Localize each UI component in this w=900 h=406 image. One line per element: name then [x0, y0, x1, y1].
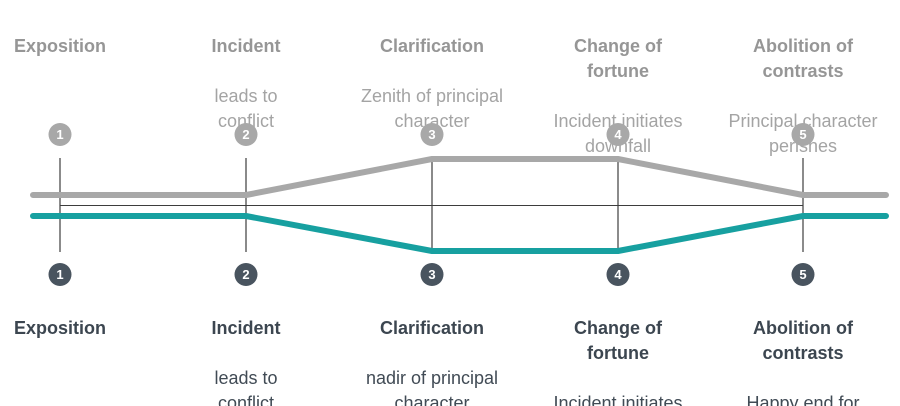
top-label-5-subtitle: Principal character perishes [728, 111, 878, 156]
bottom-label-2-title: Incident [211, 318, 281, 338]
top-label-5: Abolition of contrasts Principal charact… [703, 9, 900, 184]
bottom-stage-number-1: 1 [56, 267, 64, 282]
tragedy-arc-line [30, 156, 889, 198]
top-label-2-title: Incident [211, 36, 281, 56]
top-label-1: Exposition [0, 9, 160, 109]
top-label-3-title: Clarification [379, 36, 485, 56]
bottom-label-1-title: Exposition [13, 318, 106, 338]
bottom-label-5: Abolition of contrasts Happy end for pri… [703, 291, 900, 406]
top-stage-badge-5: 5 [791, 123, 815, 146]
top-stage-badge-2: 2 [234, 123, 258, 146]
bottom-label-5-title: Abolition of contrasts [753, 318, 853, 363]
top-label-3: Clarification Zenith of principal charac… [332, 9, 532, 159]
bottom-label-3-subtitle: nadir of principal character [365, 368, 499, 406]
bottom-label-4: Change of fortune Incident initiates adv… [518, 291, 718, 406]
top-stage-number-3: 3 [428, 127, 436, 142]
top-stage-badge-4: 4 [606, 123, 630, 146]
top-stage-number-2: 2 [242, 127, 250, 142]
bottom-label-5-subtitle: Happy end for principal character [746, 393, 860, 406]
comedy-arc-line [30, 213, 889, 254]
bottom-label-1: Exposition [0, 291, 160, 391]
bottom-label-4-subtitle: Incident initiates advancement [553, 393, 683, 406]
top-stage-badge-3: 3 [420, 123, 444, 146]
top-stage-number-4: 4 [614, 127, 622, 142]
bottom-stage-badge-2: 2 [234, 263, 258, 286]
bottom-stage-number-5: 5 [799, 267, 807, 282]
bottom-stage-number-4: 4 [614, 267, 622, 282]
bottom-label-4-title: Change of fortune [574, 318, 662, 363]
top-label-5-title: Abolition of contrasts [753, 36, 853, 81]
bottom-label-2-subtitle: leads to conflict [214, 368, 278, 406]
bottom-stage-badge-4: 4 [606, 263, 630, 286]
bottom-label-2: Incident leads to conflict [146, 291, 346, 406]
bottom-stage-number-2: 2 [242, 267, 250, 282]
bottom-stage-badge-5: 5 [791, 263, 815, 286]
top-label-4-subtitle: Incident initiates downfall [553, 111, 683, 156]
top-label-4-title: Change of fortune [574, 36, 662, 81]
top-stage-badge-1: 1 [48, 123, 72, 146]
top-label-4: Change of fortune Incident initiates dow… [518, 9, 718, 184]
top-label-2-subtitle: leads to conflict [214, 86, 278, 131]
top-label-1-title: Exposition [13, 36, 106, 56]
bottom-label-3-title: Clarification [379, 318, 485, 338]
bottom-stage-number-3: 3 [428, 267, 436, 282]
top-label-2: Incident leads to conflict [146, 9, 346, 159]
bottom-stage-badge-3: 3 [420, 263, 444, 286]
top-stage-number-5: 5 [799, 127, 807, 142]
bottom-stage-badge-1: 1 [48, 263, 72, 286]
top-label-3-subtitle: Zenith of principal character [360, 86, 504, 131]
top-stage-number-1: 1 [56, 127, 64, 142]
bottom-label-3: Clarification nadir of principal charact… [332, 291, 532, 406]
